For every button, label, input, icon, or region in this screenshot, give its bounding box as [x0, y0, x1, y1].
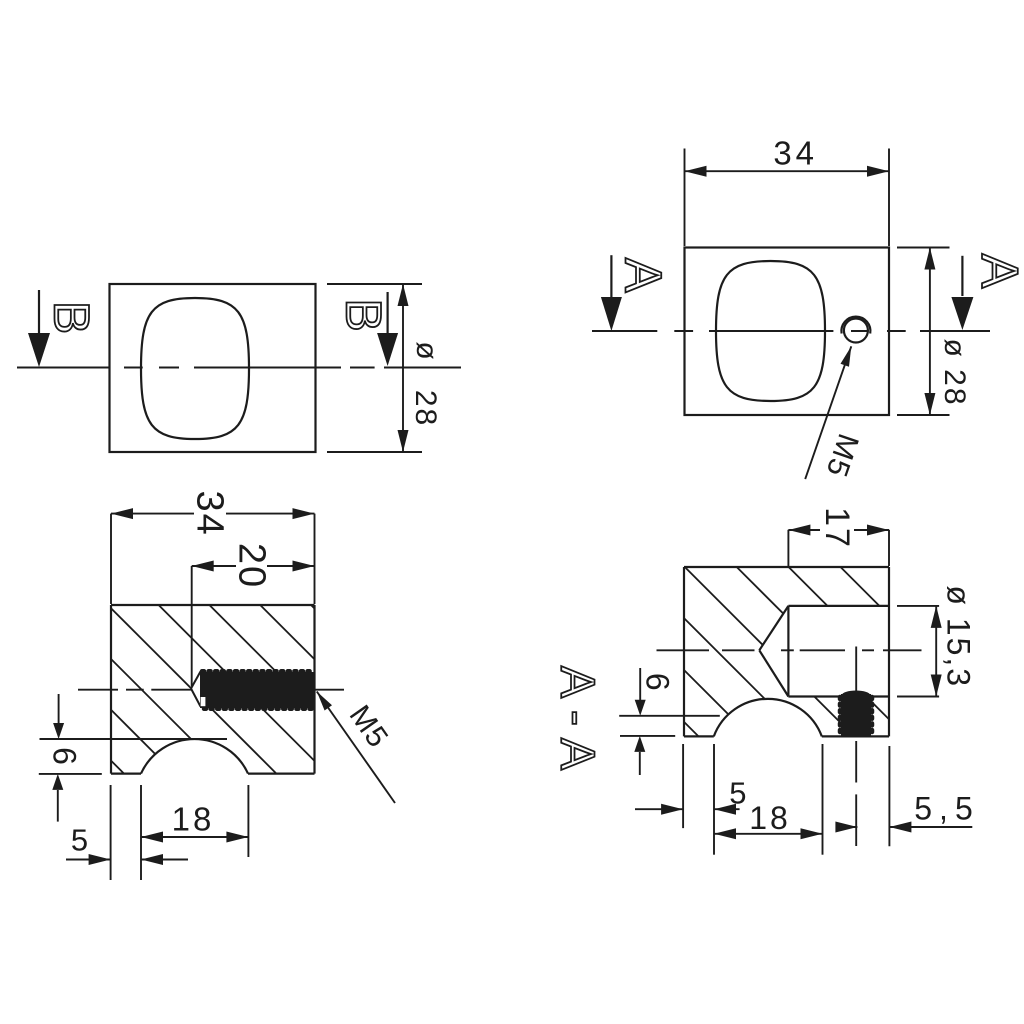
svg-text:28: 28	[409, 390, 442, 427]
svg-text:B: B	[44, 301, 100, 334]
svg-text:ø 28: ø 28	[938, 338, 971, 406]
svg-text:A-A: A-A	[551, 666, 604, 782]
svg-text:20: 20	[231, 543, 273, 589]
svg-text:5: 5	[729, 776, 746, 811]
svg-text:ø 15,3: ø 15,3	[940, 585, 976, 688]
svg-text:17: 17	[818, 507, 856, 549]
svg-text:34: 34	[189, 490, 231, 536]
svg-text:A: A	[614, 258, 672, 293]
svg-text:5,5: 5,5	[914, 791, 979, 827]
svg-text:5: 5	[71, 823, 88, 858]
svg-text:34: 34	[773, 134, 818, 171]
svg-text:ø: ø	[410, 341, 443, 359]
svg-text:18: 18	[172, 801, 215, 838]
svg-text:A: A	[970, 254, 1024, 289]
svg-text:6: 6	[640, 673, 676, 691]
svg-text:B: B	[336, 298, 392, 331]
svg-text:6: 6	[46, 747, 82, 765]
svg-text:18: 18	[749, 800, 791, 836]
